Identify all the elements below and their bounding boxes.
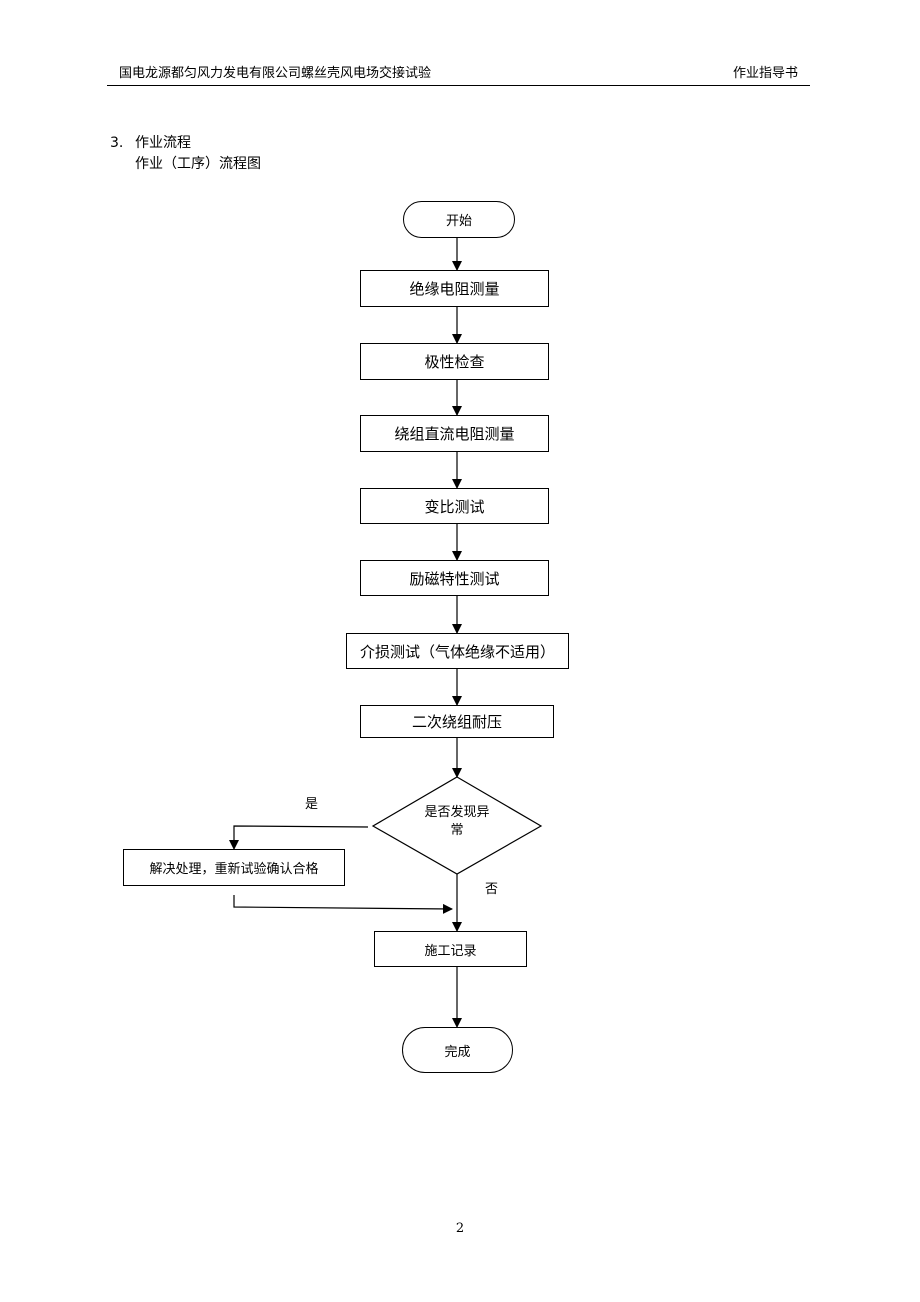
flow-step-insulation-resistance: 绝缘电阻测量 (360, 270, 549, 307)
flow-end: 完成 (402, 1027, 513, 1073)
page-number: 2 (455, 1221, 465, 1236)
section-title: 作业流程 (135, 135, 191, 151)
flow-step-ratio-test: 变比测试 (360, 488, 549, 524)
header-divider (107, 85, 810, 86)
flow-step-label: 施工记录 (424, 943, 477, 959)
flow-step-label: 解决处理，重新试验确认合格 (149, 862, 319, 877)
flow-step-secondary-withstand: 二次绕组耐压 (360, 705, 554, 738)
flow-start-label: 开始 (445, 214, 472, 229)
header-doc-type: 作业指导书 (733, 66, 799, 81)
flow-end-label: 完成 (444, 1044, 471, 1060)
decision-label: 是否发现异 常 (397, 804, 517, 840)
section-number: 3. (110, 135, 124, 151)
flow-step-label: 励磁特性测试 (409, 569, 500, 588)
flow-step-label: 介损测试（气体绝缘不适用） (359, 642, 555, 661)
flow-step-label: 极性检查 (424, 353, 485, 371)
header-company-title: 国电龙源都匀风力发电有限公司螺丝壳风电场交接试验 (119, 66, 432, 81)
flow-step-resolve-and-retest: 解决处理，重新试验确认合格 (123, 849, 345, 886)
decision-label-line1: 是否发现异 (424, 805, 490, 820)
section-subtitle: 作业（工序）流程图 (135, 156, 261, 172)
decision-label-line2: 常 (450, 823, 464, 838)
flow-step-label: 变比测试 (424, 497, 485, 516)
branch-yes-label: 是 (305, 797, 319, 812)
flow-step-polarity-check: 极性检查 (360, 343, 549, 380)
flow-step-construction-record: 施工记录 (374, 931, 527, 967)
flow-step-label: 绝缘电阻测量 (409, 280, 500, 298)
flow-step-label: 二次绕组耐压 (411, 713, 502, 731)
flow-step-winding-dc-resistance: 绕组直流电阻测量 (360, 415, 549, 452)
flow-step-dielectric-loss-test: 介损测试（气体绝缘不适用） (346, 633, 569, 669)
branch-no-label: 否 (485, 882, 499, 897)
flow-start: 开始 (403, 201, 515, 238)
flow-step-excitation-test: 励磁特性测试 (360, 560, 549, 596)
arrow-decision-yes (229, 825, 369, 850)
flow-step-label: 绕组直流电阻测量 (394, 425, 515, 443)
arrow-fix-return (233, 895, 453, 914)
